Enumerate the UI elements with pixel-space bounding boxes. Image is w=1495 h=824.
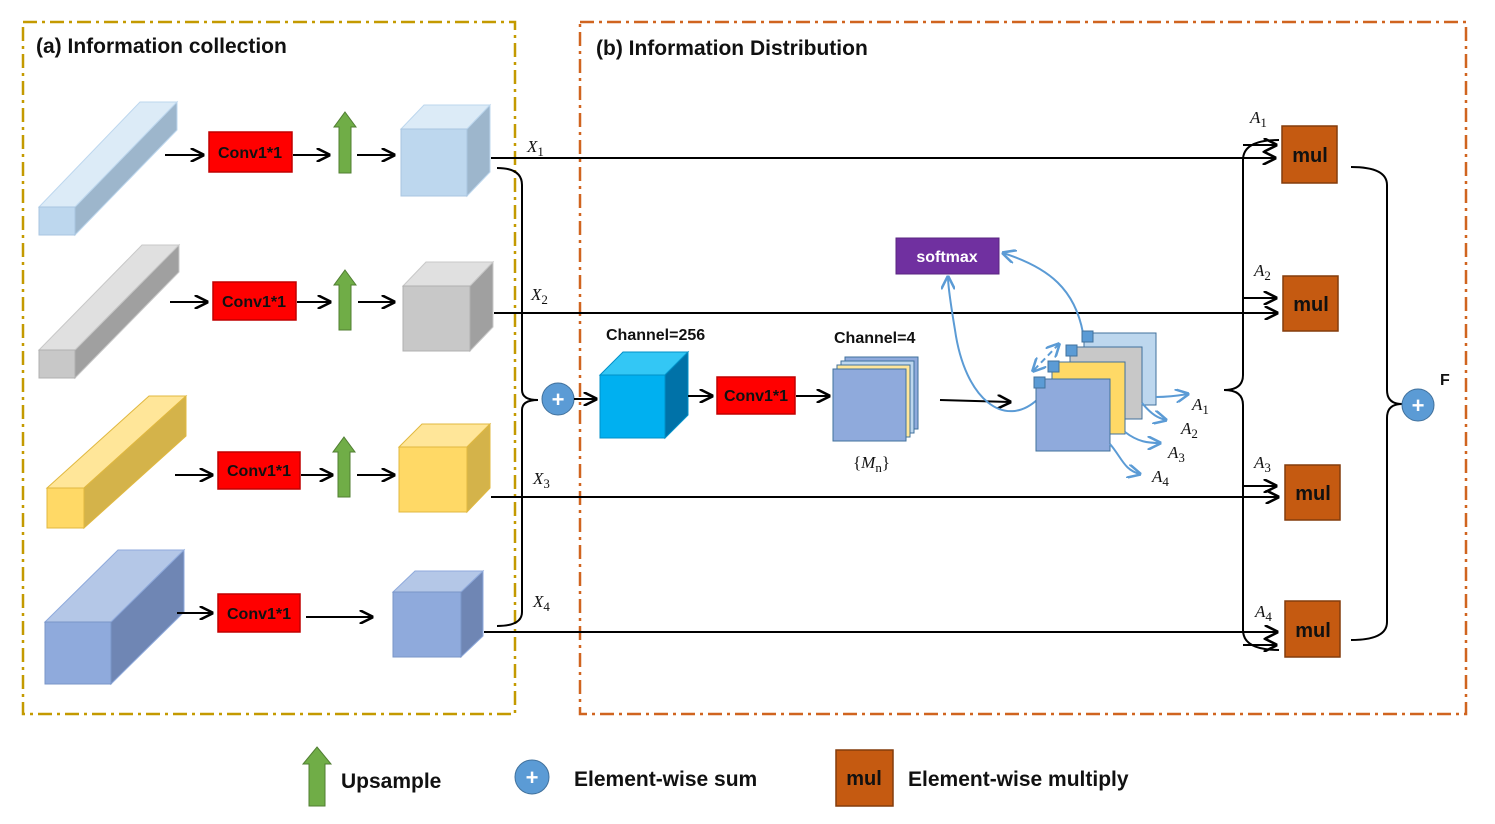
attention-map-stack bbox=[1033, 330, 1157, 452]
distribution-conv-box bbox=[716, 376, 796, 415]
split-arrow-a3 bbox=[1124, 431, 1160, 443]
legend-multiply-label: Element-wise multiply bbox=[908, 768, 1129, 791]
row-1-conv-box bbox=[208, 131, 293, 173]
row-1-conv-label: Conv1*1 bbox=[218, 145, 282, 162]
row-4-feature-label: X4 bbox=[532, 592, 550, 614]
legend-mul-label: mul bbox=[846, 768, 882, 790]
attention-dashed-arrow bbox=[1033, 344, 1059, 371]
channel-4-stack bbox=[832, 356, 919, 442]
row-3-feature-label: X3 bbox=[532, 469, 550, 491]
mul-box-4-label: mul bbox=[1295, 620, 1331, 642]
row-2-conv-box bbox=[212, 281, 297, 321]
legend-mul-box bbox=[835, 749, 894, 807]
stack-label-a1: A1 bbox=[1191, 395, 1209, 417]
row-3-output-cube bbox=[397, 422, 492, 514]
panel-collection-border bbox=[21, 20, 517, 716]
mul-input-a3: A3 bbox=[1253, 453, 1271, 475]
collect-bracket bbox=[496, 167, 539, 627]
mul-input-a2: A2 bbox=[1253, 261, 1271, 283]
channel-256-cube bbox=[598, 350, 690, 440]
channel-256-label: Channel=256 bbox=[606, 327, 705, 344]
split-arrow-a1 bbox=[1155, 394, 1188, 397]
mul-box-2-label: mul bbox=[1293, 294, 1329, 316]
mul-box-1 bbox=[1281, 125, 1338, 184]
stack-label-a4: A4 bbox=[1151, 467, 1169, 489]
channel-4-label: Channel=4 bbox=[834, 330, 915, 347]
mul-input-a4: A4 bbox=[1254, 602, 1272, 624]
softmax-output-curve bbox=[1003, 253, 1084, 334]
mul-box-3 bbox=[1284, 464, 1341, 521]
stack-label-a2: A2 bbox=[1180, 419, 1198, 441]
panel-collection-title: (a) Information collection bbox=[36, 35, 287, 58]
softmax-label: softmax bbox=[916, 249, 977, 266]
distribute-bracket bbox=[1223, 139, 1280, 651]
mn-label: {Mn} bbox=[853, 453, 890, 475]
row-3-conv-box bbox=[217, 451, 301, 490]
mul-box-2 bbox=[1282, 275, 1339, 332]
mul-box-4 bbox=[1284, 600, 1341, 658]
legend-upsample-label: Upsample bbox=[341, 770, 441, 793]
legend-sum-icon bbox=[514, 759, 550, 795]
output-bracket bbox=[1350, 166, 1403, 641]
final-sum-plus-glyph: + bbox=[1412, 393, 1425, 418]
stack-label-a3: A3 bbox=[1167, 443, 1185, 465]
split-arrow-a4 bbox=[1109, 443, 1140, 474]
legend-sum-plus-glyph: + bbox=[526, 765, 539, 790]
legend-upsample-icon bbox=[301, 746, 333, 807]
row-4-output-cube bbox=[391, 569, 485, 659]
panel-distribution-title: (b) Information Distribution bbox=[596, 37, 868, 60]
row-3-upsample-icon bbox=[332, 436, 356, 498]
row-3-input-bar bbox=[45, 394, 188, 530]
row-2-feature-label: X2 bbox=[530, 285, 548, 307]
sum-plus-glyph: + bbox=[552, 387, 565, 412]
row-3-conv-label: Conv1*1 bbox=[227, 463, 291, 480]
row-4-conv-box bbox=[217, 593, 301, 633]
panel-distribution-border bbox=[578, 20, 1468, 716]
row-2-input-bar bbox=[37, 243, 181, 380]
row-1-feature-label: X1 bbox=[526, 137, 544, 159]
row-2-upsample-icon bbox=[333, 269, 357, 331]
softmax-input-curve bbox=[948, 277, 1039, 412]
row-2-output-cube bbox=[401, 260, 495, 353]
legend-sum-label: Element-wise sum bbox=[574, 768, 757, 791]
output-label: F bbox=[1440, 372, 1450, 389]
softmax-box bbox=[895, 237, 1000, 275]
row-4-conv-label: Conv1*1 bbox=[227, 606, 291, 623]
mul-input-a1: A1 bbox=[1249, 108, 1267, 130]
mul-box-3-label: mul bbox=[1295, 483, 1331, 505]
row-1-output-cube bbox=[399, 103, 492, 198]
row-1-input-bar bbox=[37, 100, 179, 237]
row-1-upsample-icon bbox=[333, 111, 357, 174]
final-sum-circle bbox=[1401, 388, 1435, 422]
split-arrow-a2 bbox=[1141, 402, 1166, 420]
distribution-conv-label: Conv1*1 bbox=[724, 388, 788, 405]
mul-box-1-label: mul bbox=[1292, 145, 1328, 167]
row-2-conv-label: Conv1*1 bbox=[222, 294, 286, 311]
row-4-input-bar bbox=[43, 548, 186, 686]
